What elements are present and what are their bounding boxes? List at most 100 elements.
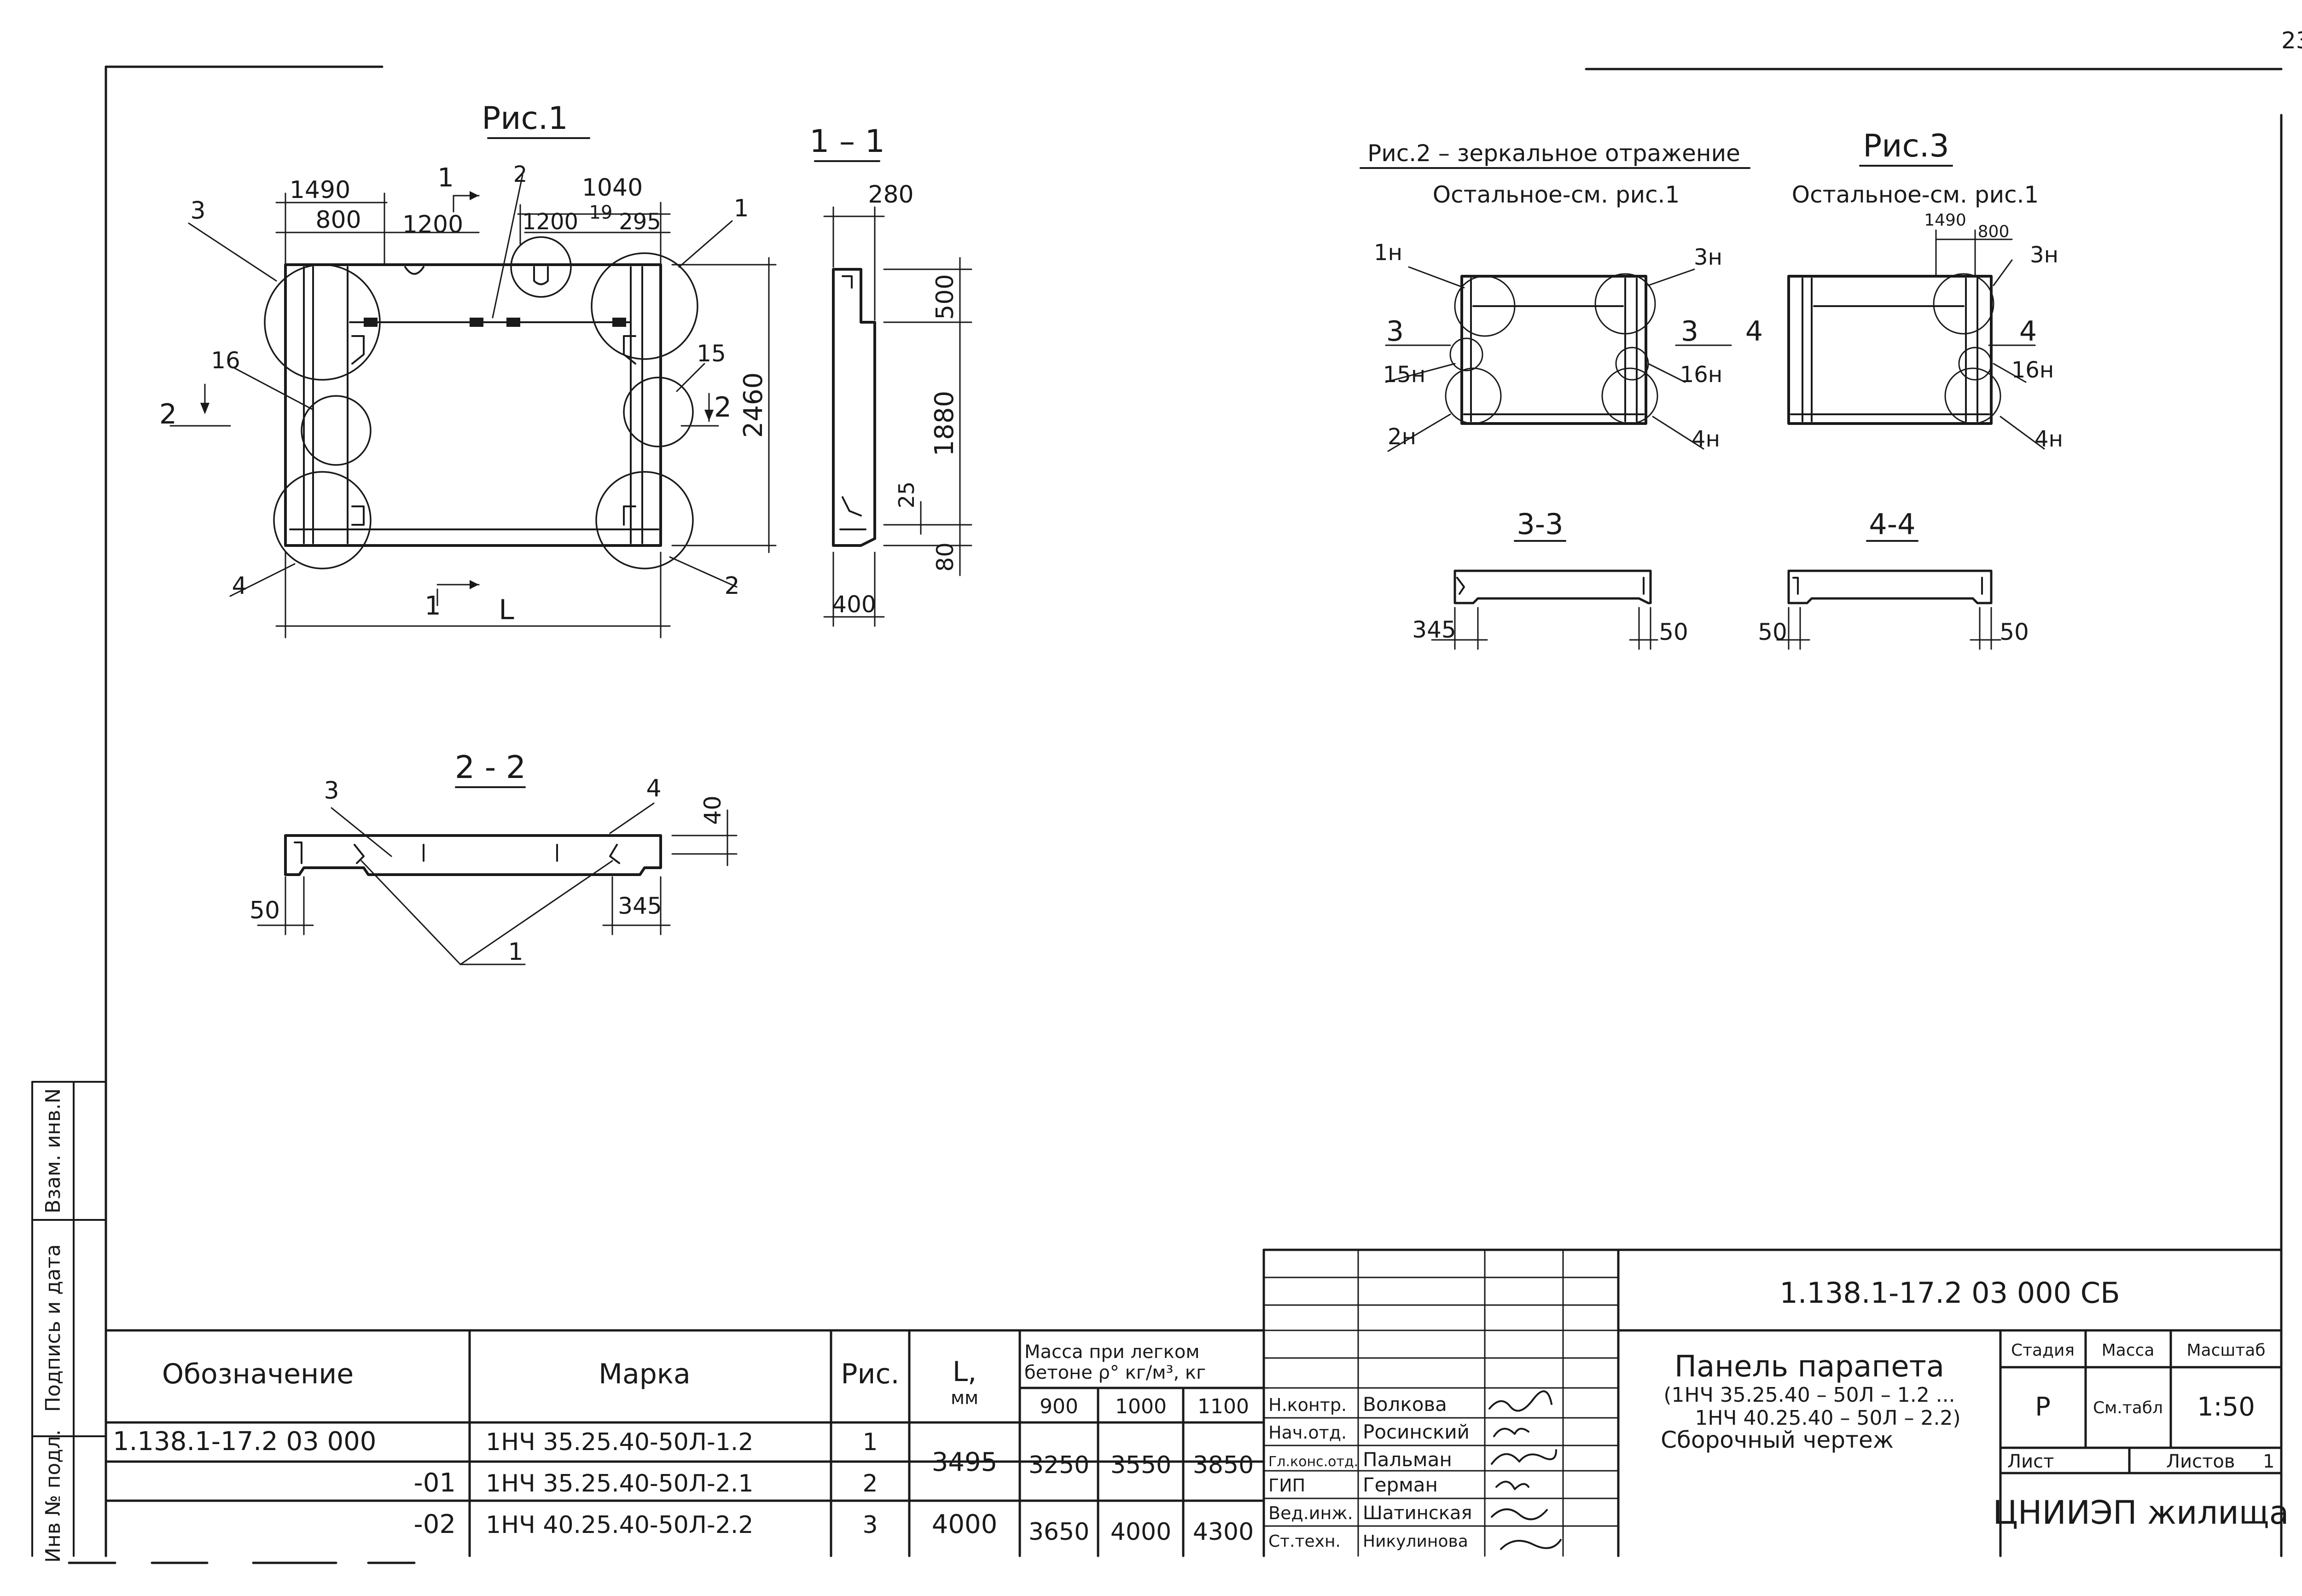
fig2-mark-15n: 15н [1383, 362, 1425, 388]
tb-stage: Р [2035, 1392, 2051, 1422]
fig1-dim-1200b: 1200 [522, 209, 578, 235]
tb-name-4: Герман [1363, 1474, 1438, 1496]
section-2-2: 2 - 2 3 4 1 40 50 345 [250, 749, 738, 966]
side-stamp: Взам. инв.N Подпись и дата Инв № подл. [31, 1081, 107, 1563]
spec-row3-mark: 1НЧ 40.25.40-50Л-2.2 [486, 1511, 753, 1539]
fig2-mark-3b: 3 [1681, 315, 1698, 348]
tb-subtitle-2: 1НЧ 40.25.40 – 50Л – 2.2) [1695, 1406, 1960, 1430]
section22-title: 2 - 2 [455, 749, 526, 786]
sheet-frame [68, 65, 2283, 1564]
title-block: Н.контр. Волкова Нач.отд. Росинский Гл.к… [1262, 1248, 2289, 1557]
tb-name-3: Пальман [1363, 1448, 1452, 1471]
spec-header-length: L, [953, 1356, 977, 1388]
section-4-4: 4-4 50 50 [1758, 507, 2029, 650]
spec-row2-fig: 2 [862, 1470, 878, 1497]
fig1-mark-15: 15 [697, 340, 726, 367]
fig1-mark-2b: 2 [724, 572, 739, 600]
fig3-mark-4b: 4 [2019, 315, 2037, 348]
fig1-title: Рис.1 [482, 100, 568, 137]
fig1-cut2-right: 2 [714, 391, 732, 424]
spec-header-length-unit: мм [951, 1387, 978, 1409]
tb-role-4: ГИП [1268, 1475, 1305, 1496]
spec-header-mass-line2: бетоне ρ° кг/м³, кг [1024, 1362, 1206, 1383]
figure-1: Рис.1 [159, 100, 777, 638]
spec-row1-m900: 3250 [1029, 1451, 1089, 1479]
side-stamp-sign-date: Подпись и дата [41, 1244, 65, 1412]
fig2-mark-16n: 16н [1680, 362, 1722, 388]
tb-mass-header: Масса [2102, 1341, 2155, 1360]
fig1-dim-295: 295 [619, 209, 661, 235]
fig3-mark-4n: 4н [2035, 426, 2063, 452]
fig1-mark-3: 3 [190, 197, 205, 225]
section11-title: 1 – 1 [809, 123, 885, 160]
side-stamp-inv-no: Взам. инв.N [41, 1088, 65, 1213]
tb-role-6: Ст.техн. [1268, 1532, 1341, 1551]
figure-3: Рис.3 Остальное-см. рис.1 1490 800 3н 4 … [1745, 128, 2063, 452]
tb-title: Панель парапета [1674, 1350, 1944, 1384]
fig2-mark-3: 3 [1386, 315, 1404, 348]
fig1-dim-800: 800 [315, 206, 361, 234]
fig1-mark-2: 2 [513, 162, 528, 187]
section22-dim-345: 345 [618, 893, 662, 919]
fig1-dim-2460: 2460 [738, 372, 768, 438]
fig1-mark-1: 1 [733, 195, 749, 222]
section33-title: 3-3 [1517, 507, 1563, 541]
section11-dim-500: 500 [931, 274, 959, 319]
spec-table: Обозначение Марка Рис. L, мм Масса при л… [105, 1329, 1265, 1557]
section44-dim-50b: 50 [2000, 619, 2029, 645]
spec-row1-m1000: 3550 [1110, 1451, 1171, 1479]
fig1-dim-1490: 1490 [290, 176, 350, 204]
spec-row2-mark: 1НЧ 35.25.40-50Л-2.1 [486, 1470, 753, 1497]
fig2-mark-2n: 2н [1388, 424, 1416, 450]
fig1-dim-19: 19 [589, 202, 613, 223]
section-3-3: 3-3 345 50 [1412, 507, 1688, 650]
fig2-mark-3n: 3н [1694, 244, 1722, 270]
fig2-mark-1n: 1н [1374, 240, 1402, 266]
spec-header-mass-1100: 1100 [1198, 1395, 1249, 1418]
section11-dim-25: 25 [894, 482, 919, 509]
tb-name-6: Никулинова [1363, 1532, 1468, 1551]
section11-dim-80: 80 [932, 542, 959, 572]
spec-header-mass-900: 900 [1040, 1395, 1078, 1418]
fig2-mark-4n: 4н [1692, 426, 1720, 452]
tb-stage-header: Стадия [2011, 1341, 2075, 1360]
side-stamp-inv-podl: Инв № подл. [41, 1429, 65, 1563]
section22-mark-1: 1 [508, 938, 523, 966]
section44-title: 4-4 [1869, 507, 1915, 541]
spec-row1-mark: 1НЧ 35.25.40-50Л-1.2 [486, 1428, 753, 1456]
fig3-dim-800: 800 [1978, 222, 2010, 241]
fig1-dim-L: L [499, 594, 514, 626]
section44-dim-50a: 50 [1758, 619, 1787, 645]
tb-scale-header: Масштаб [2186, 1341, 2265, 1360]
signatures [1488, 1390, 1562, 1550]
spec-header-mass-line1: Масса при легком [1024, 1341, 1200, 1363]
section-1-1: 1 – 1 280 500 1880 25 80 400 [809, 123, 972, 627]
spec-header-designation: Обозначение [162, 1358, 354, 1390]
tb-scale: 1:50 [2197, 1392, 2255, 1422]
figure-2: Рис.2 – зеркальное отражение Остальное-с… [1360, 140, 1750, 452]
spec-row2-designation: -01 [414, 1468, 456, 1498]
spec-row1-designation: 1.138.1-17.2 03 000 [113, 1427, 376, 1457]
page-number: 23 [2281, 27, 2302, 54]
fig1-mark-16: 16 [211, 347, 240, 374]
spec-row1-length: 3495 [932, 1447, 998, 1477]
section22-mark-3: 3 [324, 777, 339, 805]
fig3-title: Рис.3 [1863, 128, 1949, 164]
fig3-dim-1490: 1490 [1924, 211, 1966, 230]
fig1-cut1-top: 1 [437, 163, 454, 193]
spec-row3-fig: 3 [862, 1511, 878, 1539]
tb-sheets: 1 [2263, 1451, 2274, 1472]
tb-mass: См.табл [2093, 1399, 2163, 1417]
section33-dim-50: 50 [1659, 619, 1688, 645]
fig1-dim-1040: 1040 [582, 174, 643, 202]
tb-doc-code: 1.138.1-17.2 03 000 СБ [1779, 1276, 2120, 1310]
tb-sheet-header: Лист [2007, 1451, 2054, 1472]
fig1-cut2-left: 2 [159, 398, 177, 430]
fig2-title: Рис.2 – зеркальное отражение [1367, 140, 1740, 167]
fig3-mark-16n: 16н [2011, 357, 2054, 383]
fig1-dim-1200: 1200 [402, 211, 463, 238]
section22-dim-50: 50 [250, 897, 280, 924]
tb-role-5: Вед.инж. [1268, 1503, 1353, 1523]
spec-header-fig: Рис. [841, 1358, 899, 1390]
tb-name-2: Росинский [1363, 1421, 1470, 1443]
